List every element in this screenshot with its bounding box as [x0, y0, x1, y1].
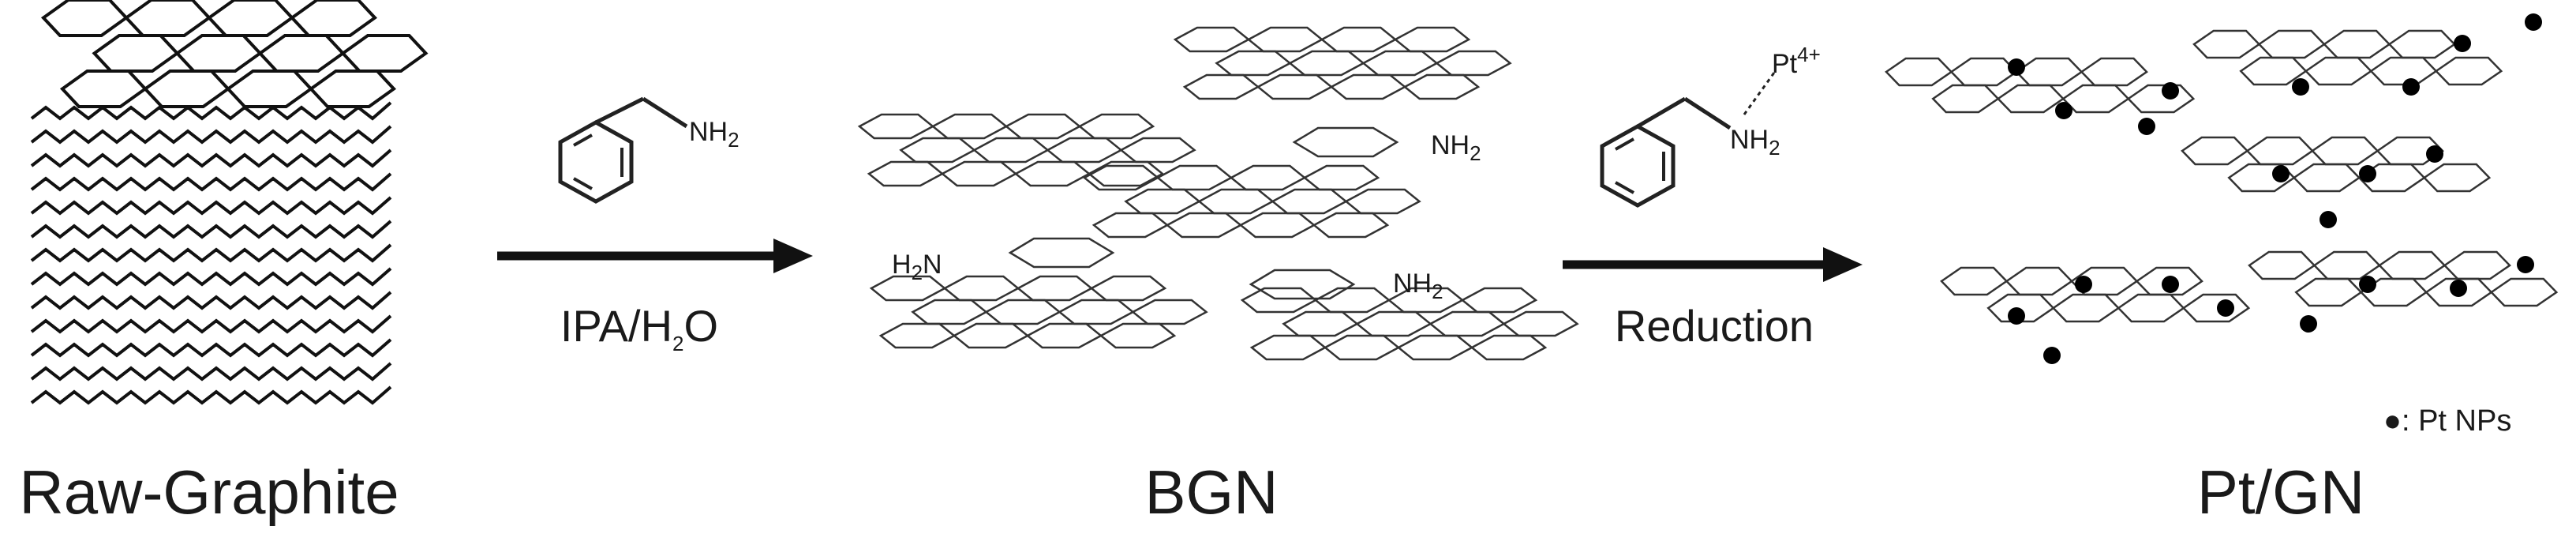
bgn-h2n-prefix: H [892, 250, 912, 280]
graphite-layer [30, 172, 392, 192]
pt-nanoparticle [2450, 280, 2467, 297]
graphite-layer [30, 267, 392, 287]
pt-nanoparticle [2525, 13, 2542, 31]
svg-text:NH2: NH2 [1730, 125, 1780, 160]
svg-text:NH2: NH2 [689, 117, 739, 152]
pt-nanoparticle [2162, 82, 2179, 100]
pt-gn-sheet [2181, 136, 2492, 193]
bgn-nh2-subscript-1: 2 [1470, 141, 1481, 165]
bgn-nh2-subscript-2: 2 [1432, 280, 1443, 303]
step2-condition: Reduction [1615, 301, 1814, 351]
svg-text:NH2: NH2 [1431, 130, 1481, 165]
pt-nanoparticle [2292, 78, 2309, 96]
bgn-h2n-subscript: 2 [912, 261, 923, 284]
pt-nanoparticle [2300, 315, 2317, 333]
graphite-layer [30, 291, 392, 310]
pt-nanoparticle [2217, 299, 2234, 317]
bgn-amine-labels: NH2 NH2 H2N [892, 130, 1481, 303]
graphite-layer [30, 243, 392, 263]
bgn-sheet [1082, 164, 1421, 239]
graphite-layer [30, 362, 392, 382]
pt-nanoparticle [2162, 276, 2179, 293]
graphite-layer [30, 101, 392, 121]
bgn-sheet [869, 275, 1208, 349]
graphite-layer [30, 125, 392, 145]
bgn-nh2-label-2: NH [1393, 269, 1432, 299]
step2-amine-subscript: 2 [1769, 136, 1780, 160]
benzylamine-structure-1: NH2 [558, 96, 739, 204]
graphite-top-layer [40, 0, 429, 108]
bgn-sheet [1240, 287, 1579, 361]
step2-amine-label: NH [1730, 125, 1769, 155]
pt-nanoparticle [2359, 276, 2376, 293]
pt-nanoparticle [2454, 35, 2471, 52]
graphite-layer [30, 338, 392, 358]
pt-nanoparticle [2008, 307, 2025, 325]
step1-condition: IPA/H [560, 301, 672, 351]
graphite-layer [30, 148, 392, 168]
bgn-h2n-suffix: N [923, 250, 942, 280]
svg-text:Pt4+: Pt4+ [1772, 43, 1821, 79]
svg-text:NH2: NH2 [1393, 269, 1443, 303]
pt-gn-sheet [2248, 250, 2559, 307]
pt-np-legend-marker: ● [2383, 404, 2402, 438]
pt-np-legend-text: : Pt NPs [2402, 404, 2511, 438]
step1-condition-tail: O [684, 301, 719, 351]
bgn-sheet [857, 113, 1196, 187]
step1-amine-label: NH [689, 117, 728, 147]
raw-graphite-stack [30, 0, 429, 405]
bgn-nh2-label-1: NH [1431, 130, 1470, 160]
pt-gn-sheet [2192, 29, 2503, 86]
pt-nanoparticle [2138, 118, 2155, 135]
graphite-layer [30, 196, 392, 216]
pt-nanoparticle [2426, 145, 2443, 163]
svg-text:IPA/H2O: IPA/H2O [560, 301, 718, 355]
pt-gn-graphene-sheets [1885, 29, 2559, 323]
pt-nanoparticle [2320, 211, 2337, 228]
pt-nanoparticle [2272, 165, 2290, 182]
graphite-layer [30, 314, 392, 334]
pt-gn-sheet [1885, 57, 2196, 114]
bgn-sheet [1173, 26, 1512, 100]
graphite-layer [30, 220, 392, 239]
step1-condition-subscript: 2 [672, 332, 683, 355]
pt-nanoparticle [2402, 78, 2420, 96]
benzylamine-structure-2: NH2 Pt4+ [1600, 43, 1821, 208]
step1-arrow [497, 239, 813, 273]
step2-pt-label: Pt [1772, 49, 1798, 79]
pt-nanoparticle [2359, 165, 2376, 182]
pt-nanoparticle [2008, 58, 2025, 76]
pt-gn-label: Pt/GN [2197, 457, 2364, 527]
pt-nanoparticle [2055, 102, 2072, 119]
pt-nanoparticles [2008, 13, 2542, 364]
pt-nanoparticle [2517, 256, 2534, 273]
benzyl-ring [1292, 126, 1399, 158]
pt-nanoparticle [2043, 347, 2061, 364]
step2-arrow [1563, 247, 1863, 282]
graphite-layer [30, 385, 392, 405]
svg-text:●: Pt NPs: ●: Pt NPs [2383, 404, 2511, 438]
step2-pt-charge: 4+ [1797, 43, 1821, 66]
pt-nanoparticle [2075, 276, 2092, 293]
bgn-graphene-sheets [857, 26, 1579, 361]
step1-amine-subscript: 2 [728, 128, 739, 152]
pt-gn-sheet [1940, 266, 2251, 323]
benzyl-ring [1008, 237, 1115, 269]
raw-graphite-label: Raw-Graphite [19, 457, 399, 527]
benzyl-ring [1249, 269, 1356, 300]
svg-text:H2N: H2N [892, 250, 942, 284]
bgn-label: BGN [1144, 457, 1278, 527]
